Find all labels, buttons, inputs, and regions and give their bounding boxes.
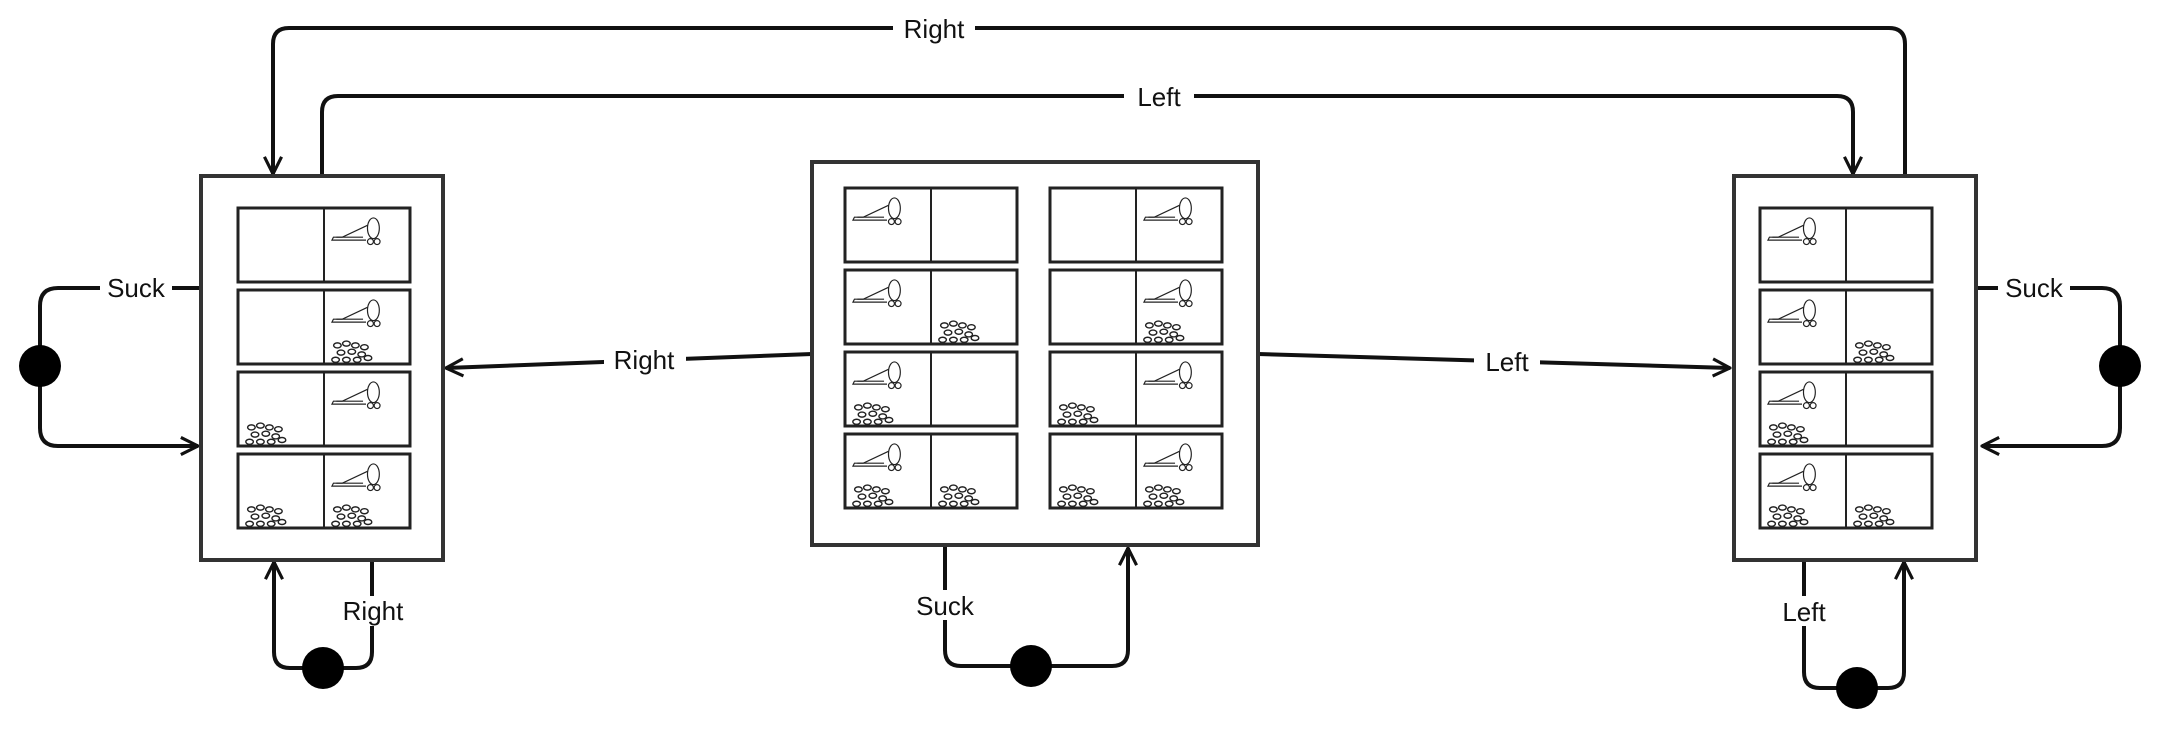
world-state-tile [843, 186, 1019, 264]
edge-center-suck-loop: Suck [908, 545, 1128, 687]
edge-label-center-to-right: Left [1485, 347, 1529, 377]
vacuum-icon [1767, 299, 1817, 328]
world-state-tile [236, 370, 412, 448]
vacuum-icon [331, 463, 381, 492]
edge-top-right: Right [273, 12, 1907, 176]
edge-label-center-suck-loop: Suck [916, 591, 975, 621]
dirt-icon [1057, 402, 1099, 426]
vacuum-icon [1143, 197, 1193, 226]
vacuum-icon [852, 197, 902, 226]
loop-node-dot [2099, 345, 2141, 387]
world-state-tile [236, 206, 412, 284]
vacuum-icon [852, 279, 902, 308]
vacuum-icon [331, 299, 381, 328]
world-state-tile [1048, 186, 1224, 264]
vacuum-icon [852, 361, 902, 390]
edge-label-center-to-left: Right [614, 345, 675, 375]
vacuum-icon [1767, 381, 1817, 410]
vacuum-icon [331, 217, 381, 246]
edge-center-to-right: Left [1257, 346, 1730, 378]
edge-left-suck-loop: Suck [19, 273, 201, 446]
world-state-tile [843, 268, 1019, 346]
world-state-tile [1758, 206, 1934, 284]
dirt-icon [852, 402, 894, 426]
dirt-icon [1853, 340, 1895, 364]
world-state-tile [236, 452, 412, 530]
dirt-icon [331, 340, 373, 364]
edge-label-right-left-loop: Left [1782, 597, 1826, 627]
dirt-icon [852, 484, 894, 508]
dirt-icon [938, 484, 980, 508]
world-state-tile [843, 432, 1019, 510]
dirt-icon [331, 504, 373, 528]
edge-center-to-left: Right [446, 344, 813, 376]
dirt-icon [245, 422, 287, 446]
edge-top-left: Left [320, 80, 1853, 176]
vacuum-icon [331, 381, 381, 410]
edge-right-left-loop: Left [1774, 560, 1904, 709]
loop-node-dot [1010, 645, 1052, 687]
dirt-icon [1767, 504, 1809, 528]
loop-node-dot [302, 647, 344, 689]
world-state-tile [1758, 370, 1934, 448]
edge-right-suck-loop: Suck [1978, 273, 2141, 446]
vacuum-icon [1143, 443, 1193, 472]
vacuum-icon [1143, 361, 1193, 390]
vacuum-icon [1767, 463, 1817, 492]
dirt-icon [1143, 484, 1185, 508]
vacuum-icon [852, 443, 902, 472]
edge-label-top-left: Left [1137, 82, 1181, 112]
world-state-tile [1758, 288, 1934, 366]
world-state-tile [1048, 350, 1224, 428]
vacuum-icon [1767, 217, 1817, 246]
edge-label-top-right: Right [904, 14, 965, 44]
world-state-tile [1758, 452, 1934, 530]
dirt-icon [1143, 320, 1185, 344]
loop-node-dot [19, 345, 61, 387]
world-state-tile [1048, 432, 1224, 510]
dirt-icon [938, 320, 980, 344]
dirt-icon [1057, 484, 1099, 508]
world-state-tiles [236, 186, 1934, 530]
edge-left-right-loop: Right [274, 560, 408, 689]
world-state-tile [1048, 268, 1224, 346]
loop-node-dot [1836, 667, 1878, 709]
edge-label-left-right-loop: Right [343, 596, 404, 626]
edge-label-right-suck-loop: Suck [2005, 273, 2064, 303]
world-state-tile [843, 350, 1019, 428]
dirt-icon [245, 504, 287, 528]
edge-label-left-suck-loop: Suck [107, 273, 166, 303]
vacuum-icon [1143, 279, 1193, 308]
dirt-icon [1853, 504, 1895, 528]
dirt-icon [1767, 422, 1809, 446]
world-state-tile [236, 288, 412, 366]
